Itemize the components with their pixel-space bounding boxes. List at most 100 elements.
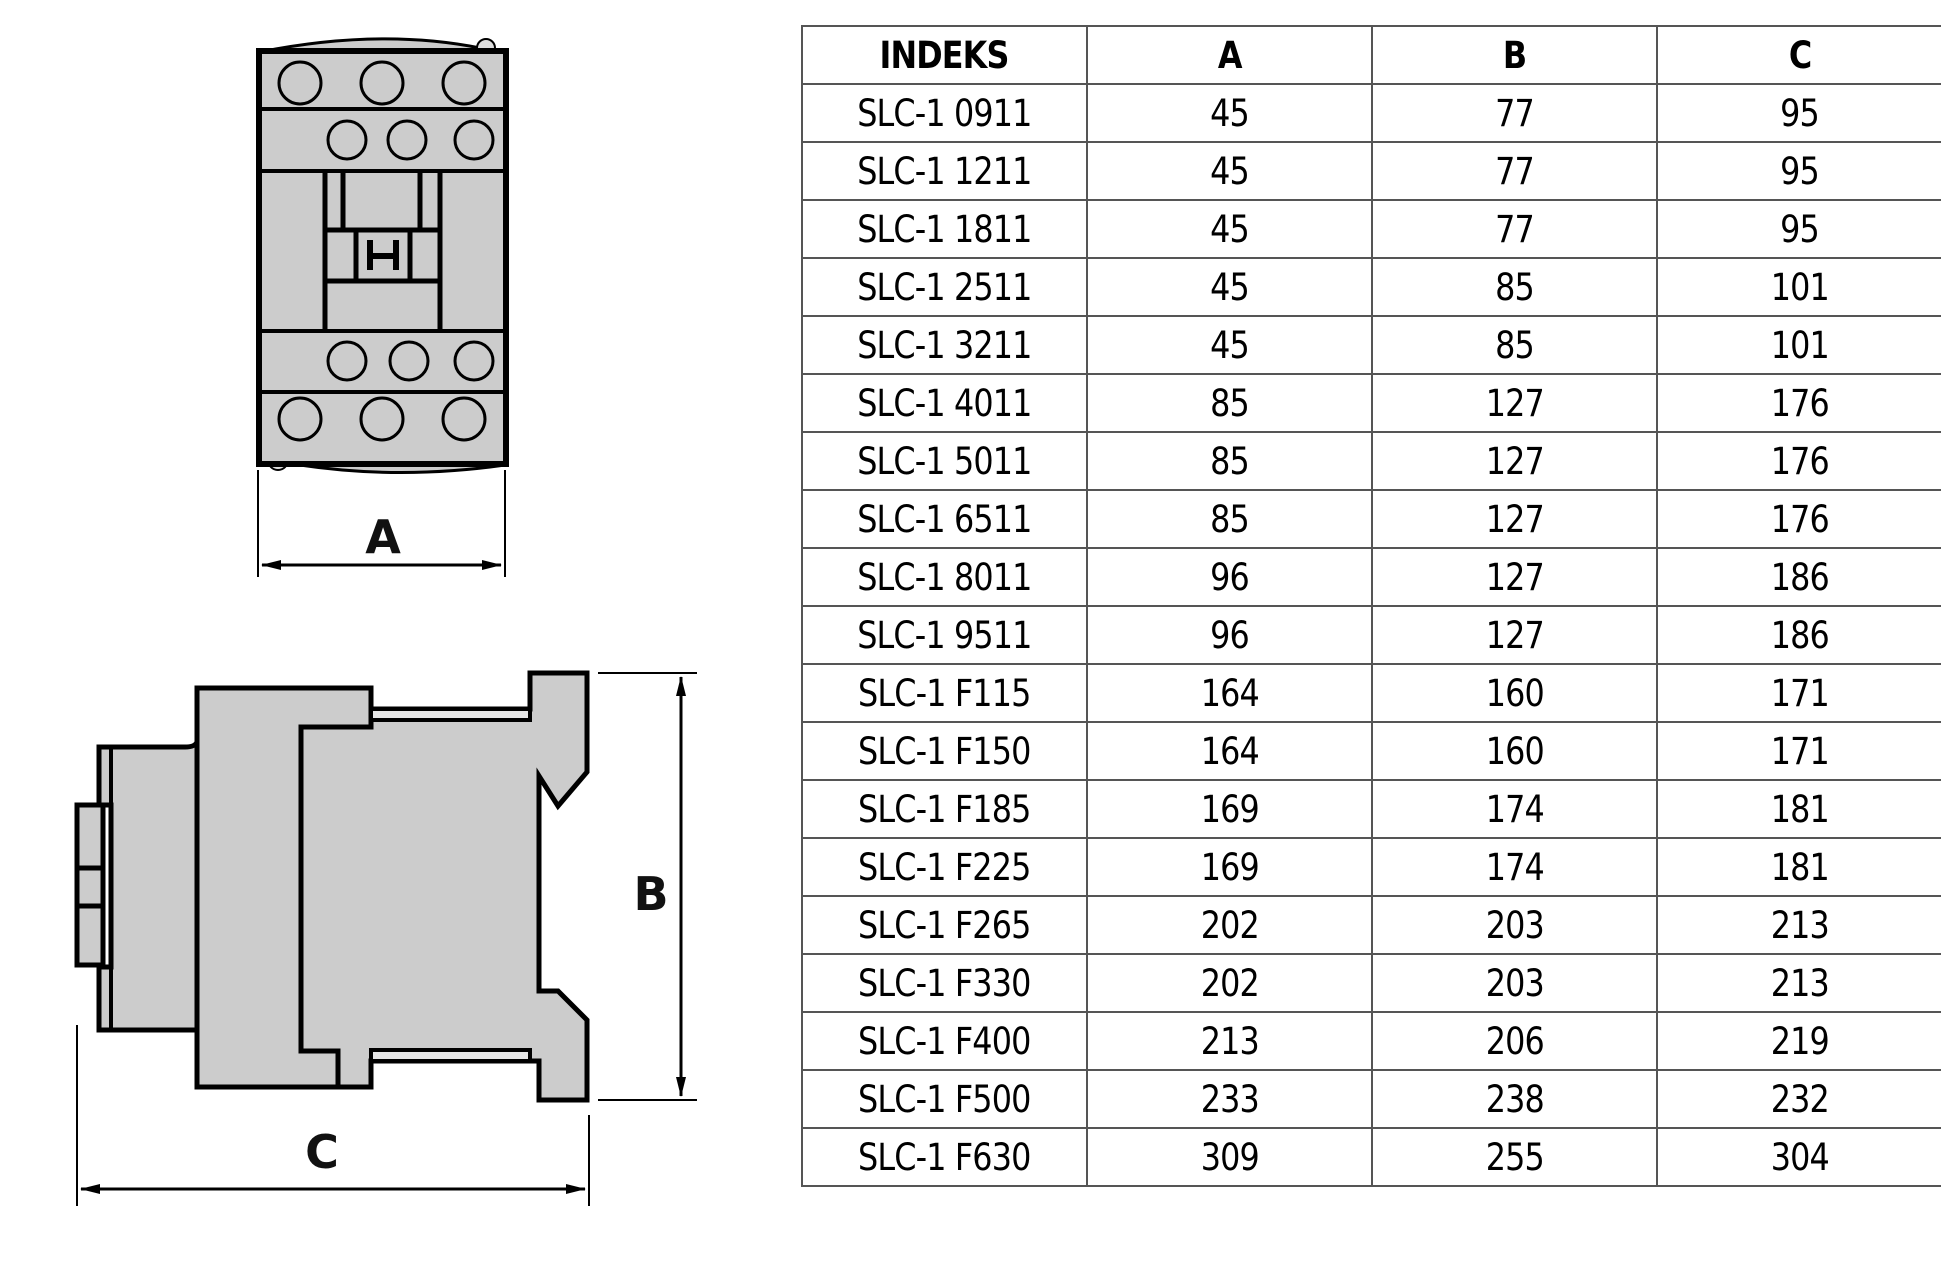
cell-a: 85 [1086,373,1373,433]
cell-b: 174 [1371,779,1658,839]
dimension-c [76,1025,590,1206]
cell-c: 181 [1656,837,1941,897]
cell-b: 127 [1371,489,1658,549]
dimension-b [598,672,697,1101]
cell-b: 203 [1371,953,1658,1013]
cell-indeks: SLC-1 9511 [801,605,1088,665]
cell-b: 127 [1371,547,1658,607]
cell-c: 101 [1656,315,1941,375]
cell-a: 164 [1086,663,1373,723]
cell-indeks: SLC-1 F185 [801,779,1088,839]
cell-indeks: SLC-1 F225 [801,837,1088,897]
cell-indeks: SLC-1 4011 [801,373,1088,433]
cell-b: 174 [1371,837,1658,897]
cell-c: 213 [1656,953,1941,1013]
cell-c: 101 [1656,257,1941,317]
cell-c: 304 [1656,1127,1941,1187]
cell-indeks: SLC-1 5011 [801,431,1088,491]
cell-c: 95 [1656,83,1941,143]
cell-a: 45 [1086,257,1373,317]
dimension-a [257,470,506,577]
cell-c: 181 [1656,779,1941,839]
header-c: C [1656,25,1941,85]
cell-c: 186 [1656,547,1941,607]
side-view-front-terminal-strip [74,802,106,968]
side-view-rail-clip [298,670,590,1103]
cell-a: 169 [1086,837,1373,897]
cell-a: 309 [1086,1127,1373,1187]
cell-b: 85 [1371,315,1658,375]
cell-indeks: SLC-1 F150 [801,721,1088,781]
cell-a: 169 [1086,779,1373,839]
cell-a: 202 [1086,895,1373,955]
header-indeks: INDEKS [801,25,1088,85]
dimension-c-label: C [305,1125,339,1179]
cell-b: 127 [1371,431,1658,491]
cell-indeks: SLC-1 1811 [801,199,1088,259]
cell-b: 85 [1371,257,1658,317]
cell-c: 213 [1656,895,1941,955]
cell-indeks: SLC-1 F400 [801,1011,1088,1071]
front-view-terminals-top [277,60,495,161]
cell-c: 95 [1656,141,1941,201]
cell-indeks: SLC-1 F115 [801,663,1088,723]
cell-indeks: SLC-1 3211 [801,315,1088,375]
cell-indeks: SLC-1 F265 [801,895,1088,955]
header-a: A [1086,25,1373,85]
cell-a: 45 [1086,199,1373,259]
cell-a: 202 [1086,953,1373,1013]
cell-b: 203 [1371,895,1658,955]
cell-c: 232 [1656,1069,1941,1129]
cell-b: 77 [1371,141,1658,201]
cell-c: 95 [1656,199,1941,259]
table-header-row: INDEKS A B C [801,25,1941,85]
cell-indeks: SLC-1 1211 [801,141,1088,201]
cell-b: 127 [1371,605,1658,665]
cell-b: 77 [1371,83,1658,143]
cell-indeks: SLC-1 F630 [801,1127,1088,1187]
cell-c: 219 [1656,1011,1941,1071]
cell-indeks: SLC-1 8011 [801,547,1088,607]
cell-c: 176 [1656,489,1941,549]
dimension-drawings: A B C [74,37,697,1206]
side-view [74,670,590,1103]
header-b: B [1371,25,1658,85]
cell-a: 45 [1086,141,1373,201]
cell-b: 206 [1371,1011,1658,1071]
front-view [256,37,509,474]
cell-indeks: SLC-1 0911 [801,83,1088,143]
cell-indeks: SLC-1 F330 [801,953,1088,1013]
front-view-terminals-bottom [277,340,495,442]
cell-c: 171 [1656,663,1941,723]
cell-b: 160 [1371,663,1658,723]
cell-c: 176 [1656,431,1941,491]
cell-c: 176 [1656,373,1941,433]
cell-a: 164 [1086,721,1373,781]
cell-a: 96 [1086,547,1373,607]
cell-a: 85 [1086,431,1373,491]
dimension-b-label: B [633,867,668,921]
cell-indeks: SLC-1 F500 [801,1069,1088,1129]
cell-indeks: SLC-1 6511 [801,489,1088,549]
cell-c: 186 [1656,605,1941,665]
cell-a: 85 [1086,489,1373,549]
cell-b: 255 [1371,1127,1658,1187]
cell-a: 96 [1086,605,1373,665]
